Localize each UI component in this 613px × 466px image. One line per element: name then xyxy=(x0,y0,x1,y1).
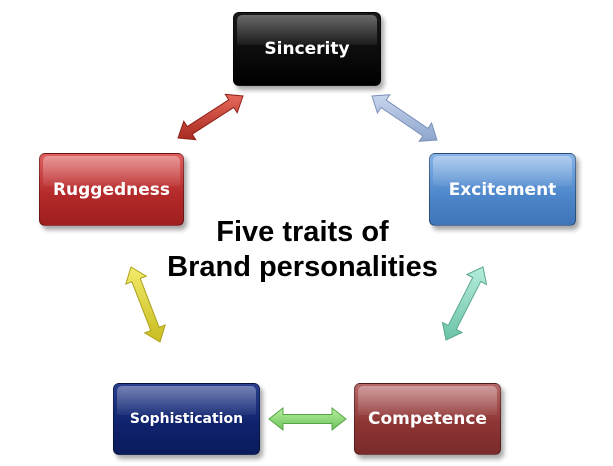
arrow-competence-sophistication xyxy=(268,406,347,432)
arrow-excitement-competence xyxy=(441,266,488,341)
trait-box-competence: Competence xyxy=(354,383,501,455)
trait-box-ruggedness: Ruggedness xyxy=(39,153,184,226)
trait-label-sincerity: Sincerity xyxy=(264,39,350,59)
trait-box-sincerity: Sincerity xyxy=(233,12,381,86)
arrow-sincerity-excitement xyxy=(371,94,438,142)
trait-label-ruggedness: Ruggedness xyxy=(52,179,171,200)
trait-label-sophistication: Sophistication xyxy=(129,411,244,427)
arrow-sophistication-ruggedness xyxy=(125,266,166,343)
trait-box-sophistication: Sophistication xyxy=(113,383,260,455)
trait-label-excitement: Excitement xyxy=(448,179,557,200)
center-title: Five traits of Brand personalities xyxy=(150,215,455,285)
trait-box-excitement: Excitement xyxy=(429,153,576,226)
center-title-line-2: Brand personalities xyxy=(167,251,438,283)
trait-label-competence: Competence xyxy=(368,409,487,429)
center-title-line-1: Five traits of xyxy=(216,216,389,248)
arrow-sincerity-ruggedness xyxy=(177,93,244,141)
